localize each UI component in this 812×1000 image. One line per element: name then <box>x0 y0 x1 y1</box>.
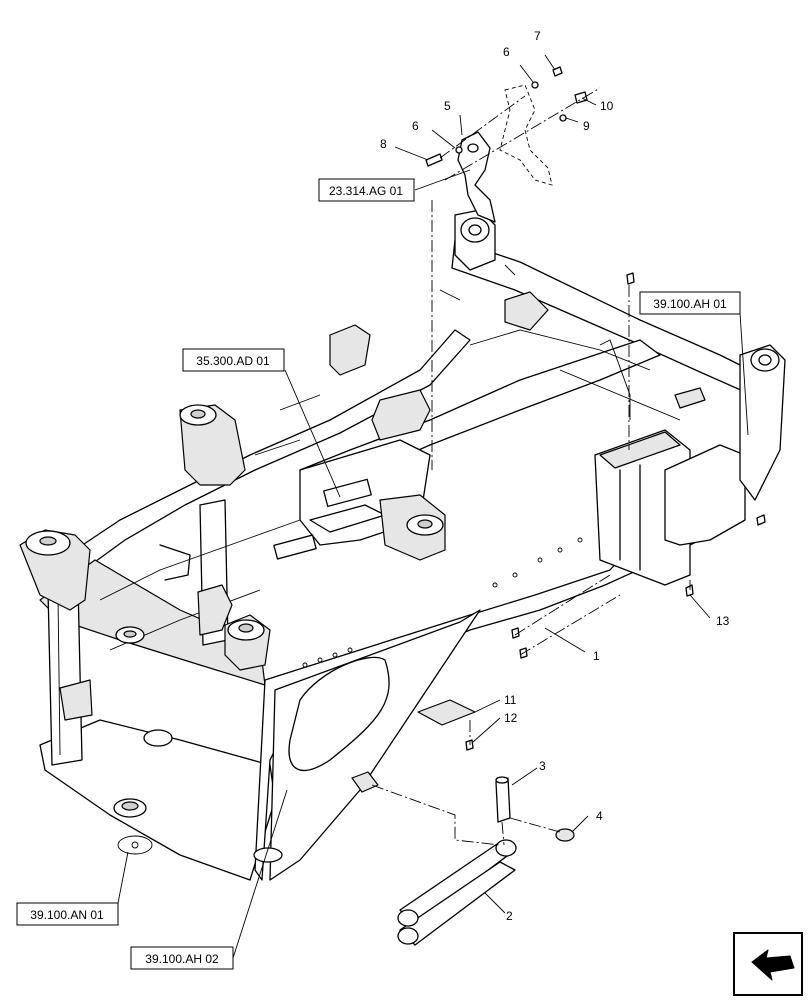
callout-3: 3 <box>539 759 546 773</box>
main-frame <box>19 209 786 881</box>
center-lines <box>371 87 691 846</box>
svg-text:39.100.AH 01: 39.100.AH 01 <box>653 297 727 311</box>
callout-11: 11 <box>504 693 517 707</box>
arrow-back-icon[interactable] <box>733 932 803 996</box>
svg-text:39.100.AN 01: 39.100.AN 01 <box>30 908 104 922</box>
callout-5: 5 <box>444 99 451 113</box>
callout-1: 1 <box>593 649 600 663</box>
callout-8: 8 <box>380 137 387 151</box>
ref-39-100-an-01[interactable]: 39.100.AN 01 <box>16 902 119 926</box>
part-11-plate <box>417 699 476 726</box>
leader-lines <box>117 54 749 959</box>
callout-13: 13 <box>716 614 730 628</box>
part-4-clip <box>555 828 575 842</box>
callout-6b: 6 <box>412 119 419 133</box>
ref-35-300-ad-01[interactable]: 35.300.AD 01 <box>182 348 285 372</box>
callout-labels: 1 2 3 4 5 6 6 7 8 9 10 11 12 13 <box>380 29 730 923</box>
svg-text:39.100.AH 02: 39.100.AH 02 <box>145 952 219 966</box>
phantom-bracket <box>499 84 553 186</box>
svg-text:35.300.AD 01: 35.300.AD 01 <box>196 354 270 368</box>
part-3-pin <box>495 777 511 823</box>
callout-6a: 6 <box>503 45 510 59</box>
callout-7: 7 <box>534 29 541 43</box>
callout-10: 10 <box>600 99 614 113</box>
callout-2: 2 <box>506 909 513 923</box>
callout-9: 9 <box>583 119 590 133</box>
ref-39-100-ah-02[interactable]: 39.100.AH 02 <box>130 946 234 970</box>
callout-12: 12 <box>504 711 518 725</box>
callout-4: 4 <box>596 809 603 823</box>
ref-23-314-ag-01[interactable]: 23.314.AG 01 <box>318 178 415 202</box>
svg-text:23.314.AG 01: 23.314.AG 01 <box>329 184 403 198</box>
ref-39-100-ah-01[interactable]: 39.100.AH 01 <box>639 291 741 315</box>
